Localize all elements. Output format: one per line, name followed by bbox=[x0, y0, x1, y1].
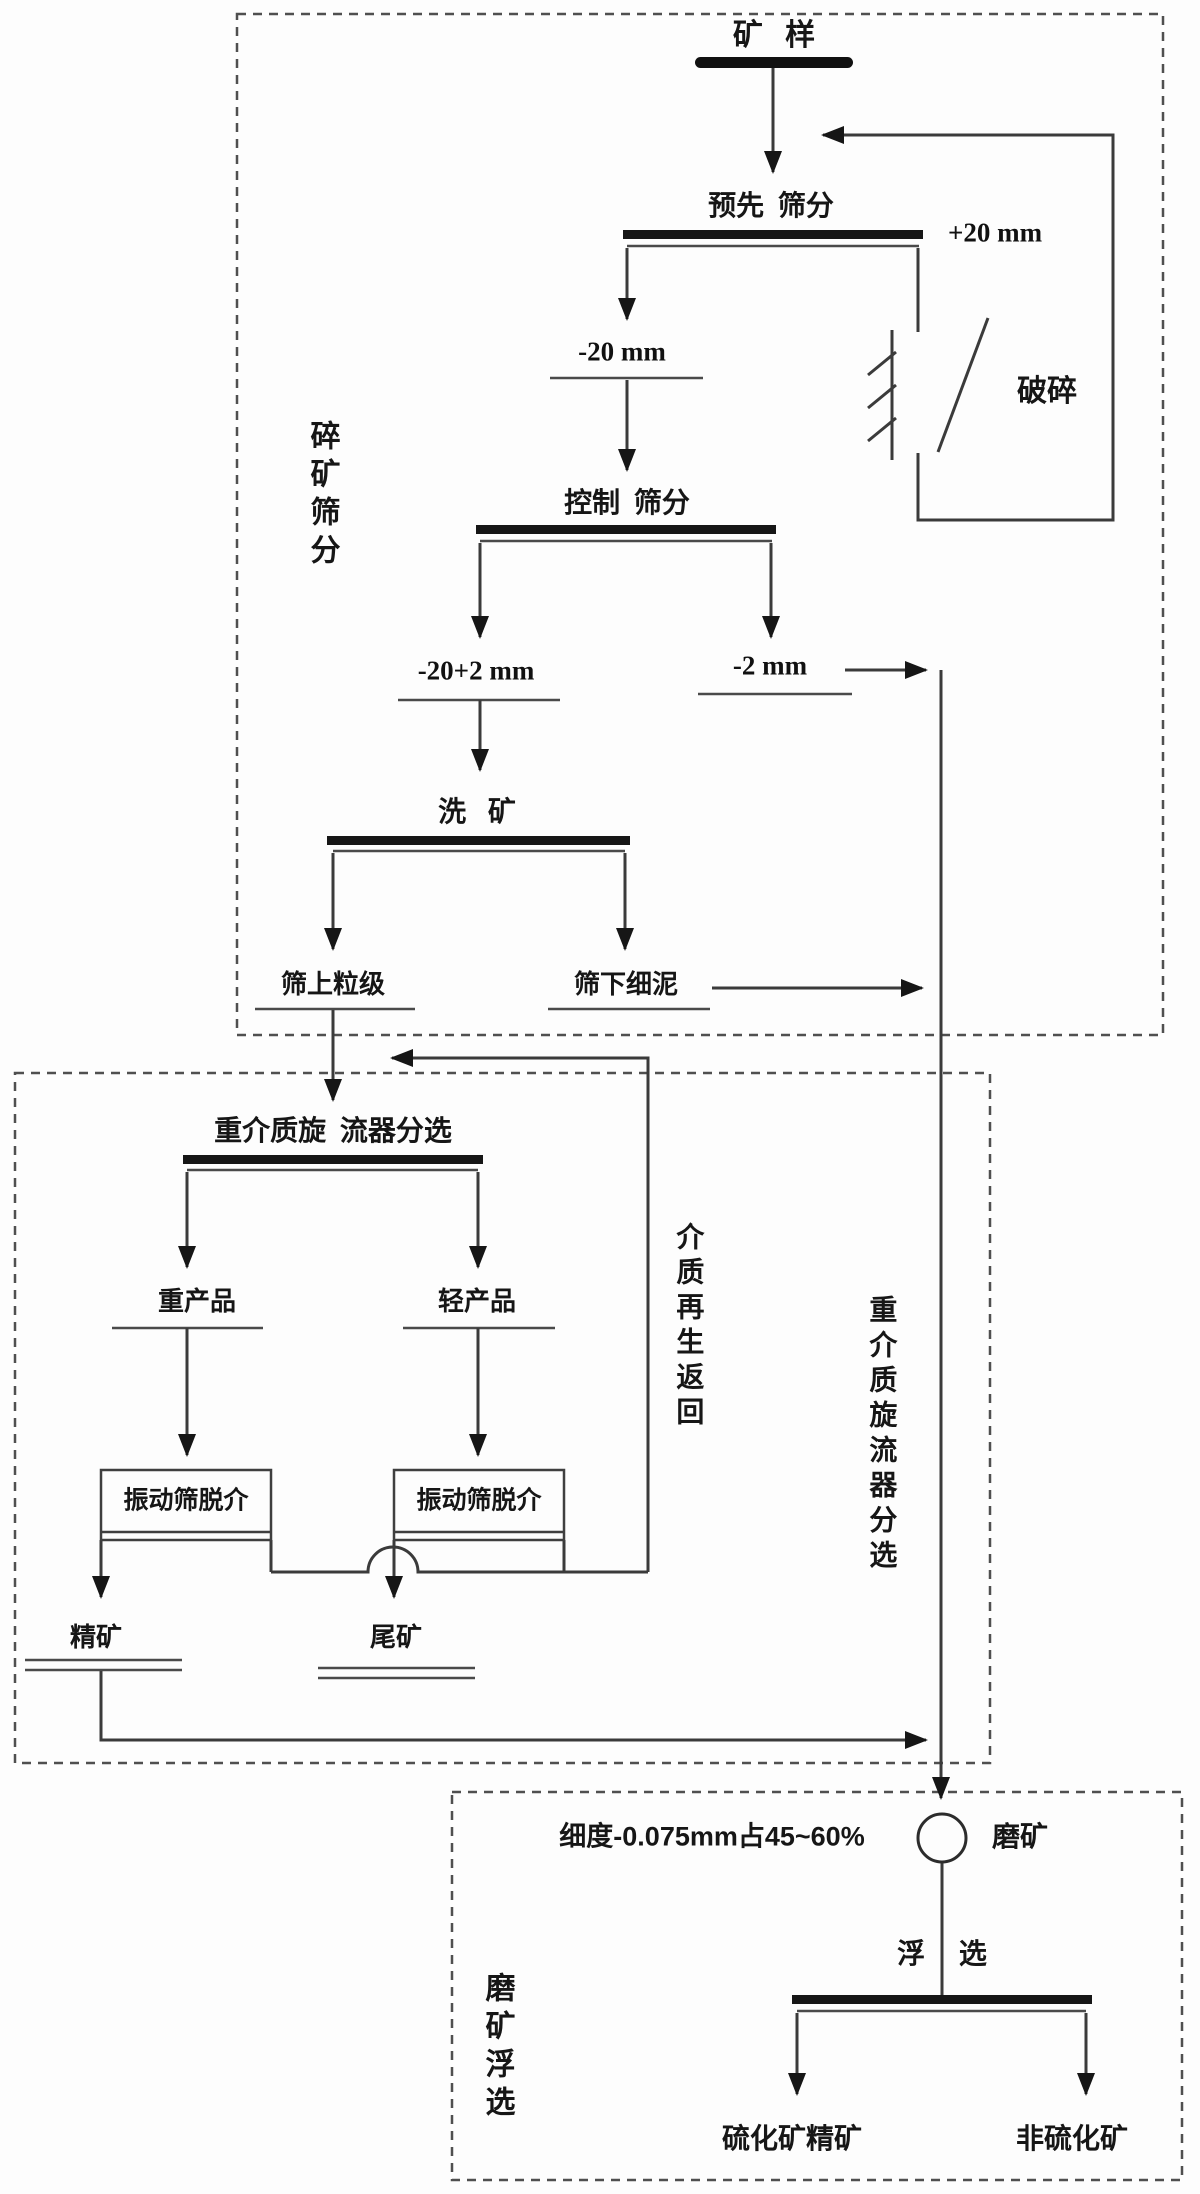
vibrating-screen-right-label: 振动筛脱介 bbox=[416, 1486, 542, 1515]
ore-washing-label: 洗 矿 bbox=[438, 796, 516, 827]
screen-bar-underlines bbox=[187, 244, 1086, 2013]
light-product-label: 轻产品 bbox=[437, 1286, 517, 1316]
flow-lines bbox=[92, 68, 1115, 2096]
tailings-label: 尾矿 bbox=[369, 1622, 423, 1652]
flow-concentrate-out bbox=[99, 1671, 928, 1749]
grinding-label: 磨矿 bbox=[991, 1821, 1049, 1852]
minus-2mm-label: -2 mm bbox=[732, 650, 808, 681]
flow-medium-return bbox=[390, 1049, 650, 1572]
minus20-plus2-label: -20+2 mm bbox=[417, 655, 535, 686]
ore-sample-label: 矿 样 bbox=[732, 19, 816, 52]
flow-medium-drain bbox=[271, 1545, 648, 1574]
non-sulfide-label: 非硫化矿 bbox=[1015, 2123, 1129, 2154]
plus-20mm-label: +20 mm bbox=[947, 217, 1043, 248]
grinding-circle-icon bbox=[916, 1812, 968, 1864]
concentrate-label: 精矿 bbox=[69, 1622, 123, 1652]
control-screening-label: 控制 筛分 bbox=[564, 487, 690, 518]
vibrating-screen-left-label: 振动筛脱介 bbox=[123, 1486, 249, 1515]
hm-cyclone-label: 重介质旋 流器分选 bbox=[214, 1115, 452, 1146]
screen-bars bbox=[183, 230, 1092, 2004]
oversize-label: 筛上粒级 bbox=[280, 969, 386, 999]
vibrating-screen-boxes bbox=[99, 1468, 566, 1542]
flow-crusher-return bbox=[821, 126, 1115, 522]
preliminary-screening-label: 预先 筛分 bbox=[708, 190, 834, 221]
section-heavy-medium-label: 重介质旋流器分选 bbox=[866, 1295, 898, 1575]
section-crushing-screening-label: 碎矿筛分 bbox=[305, 420, 339, 572]
flotation-label: 浮 选 bbox=[897, 1938, 987, 1969]
undersize-slime-label: 筛下细泥 bbox=[573, 969, 679, 999]
medium-return-label: 介质再生返回 bbox=[673, 1222, 705, 1432]
section-grinding-flotation-label: 磨矿浮选 bbox=[480, 1972, 514, 2124]
heavy-product-label: 重产品 bbox=[157, 1286, 237, 1316]
ore-sample-bar bbox=[695, 57, 853, 68]
product-underlines bbox=[25, 376, 852, 1680]
heavy-medium-box bbox=[13, 1071, 992, 1765]
crusher-icon bbox=[867, 317, 990, 460]
sulfide-concentrate-label: 硫化矿精矿 bbox=[721, 2123, 863, 2154]
fineness-note-label: 细度-0.075mm占45~60% bbox=[559, 1821, 865, 1852]
crushing-screening-box bbox=[235, 12, 1165, 1037]
minus-20mm-label: -20 mm bbox=[578, 336, 666, 367]
crushing-label: 破碎 bbox=[1017, 375, 1077, 408]
section-boxes bbox=[13, 12, 1184, 2182]
